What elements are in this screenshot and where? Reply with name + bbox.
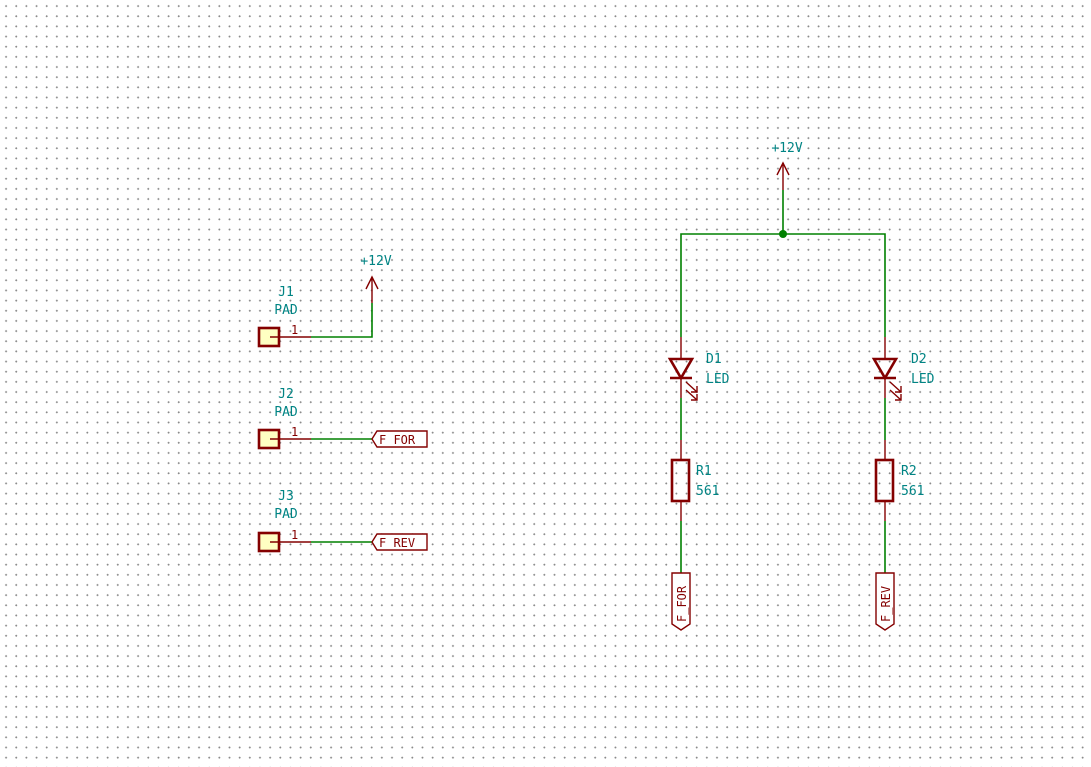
connector-j2[interactable]: J2 PAD 1 — [257, 387, 311, 450]
net-label-text: F_FOR — [379, 433, 416, 447]
j2-ref: J2 — [278, 387, 294, 402]
net-label-f-rev-left[interactable]: F_REV — [371, 533, 428, 551]
power-arrow-icon — [776, 161, 790, 176]
j3-ref: J3 — [278, 489, 294, 504]
j3-pin-number: 1 — [291, 528, 298, 542]
resistor-r2[interactable]: R2 561 — [874, 440, 924, 521]
j2-pin-number: 1 — [291, 425, 298, 439]
wire-j1-pwr[interactable] — [311, 303, 373, 338]
r1-ref: R1 — [696, 464, 712, 479]
wire-top-bus[interactable] — [680, 233, 886, 337]
junction-dot — [779, 230, 787, 238]
r2-ref: R2 — [901, 464, 917, 479]
net-label-shape — [371, 430, 428, 448]
power-symbol-right[interactable]: +12V — [771, 141, 803, 190]
d1-ref: D1 — [706, 352, 722, 367]
net-label-shape — [875, 572, 895, 631]
d2-value: LED — [911, 372, 935, 387]
j1-pin-number: 1 — [291, 323, 298, 337]
d2-ref: D2 — [911, 352, 927, 367]
net-label-shape — [671, 572, 691, 631]
r1-resistor-icon — [670, 458, 691, 503]
d1-light-emission-icon — [685, 381, 698, 401]
d1-diode-icon — [667, 357, 695, 381]
j1-value: PAD — [274, 303, 298, 318]
net-label-f-for-left[interactable]: F_FOR — [371, 430, 428, 448]
r2-value: 561 — [901, 484, 924, 499]
r1-value: 561 — [696, 484, 719, 499]
power-label-right: +12V — [771, 141, 802, 156]
j1-ref: J1 — [278, 285, 294, 300]
resistor-r1[interactable]: R1 561 — [670, 440, 719, 521]
net-label-text: F_REV — [379, 536, 415, 550]
connector-j1[interactable]: J1 PAD 1 — [257, 285, 311, 348]
r2-resistor-icon — [874, 458, 895, 503]
d2-light-emission-icon — [889, 381, 902, 401]
net-label-shape — [371, 533, 428, 551]
power-arrow-icon — [365, 275, 379, 290]
connector-j3[interactable]: J3 PAD 1 — [257, 489, 311, 553]
led-d1[interactable]: D1 LED — [667, 337, 730, 401]
j2-value: PAD — [274, 405, 298, 420]
net-label-text: F_REV — [879, 586, 893, 622]
power-symbol-left[interactable]: +12V — [360, 254, 392, 303]
led-d2[interactable]: D2 LED — [871, 337, 935, 401]
net-label-f-rev-right[interactable]: F_REV — [875, 572, 895, 631]
net-label-f-for-right[interactable]: F_FOR — [671, 572, 691, 631]
net-label-text: F_FOR — [675, 585, 689, 622]
d1-value: LED — [706, 372, 730, 387]
j3-value: PAD — [274, 507, 298, 522]
d2-diode-icon — [871, 357, 899, 381]
power-label-left: +12V — [360, 254, 391, 269]
